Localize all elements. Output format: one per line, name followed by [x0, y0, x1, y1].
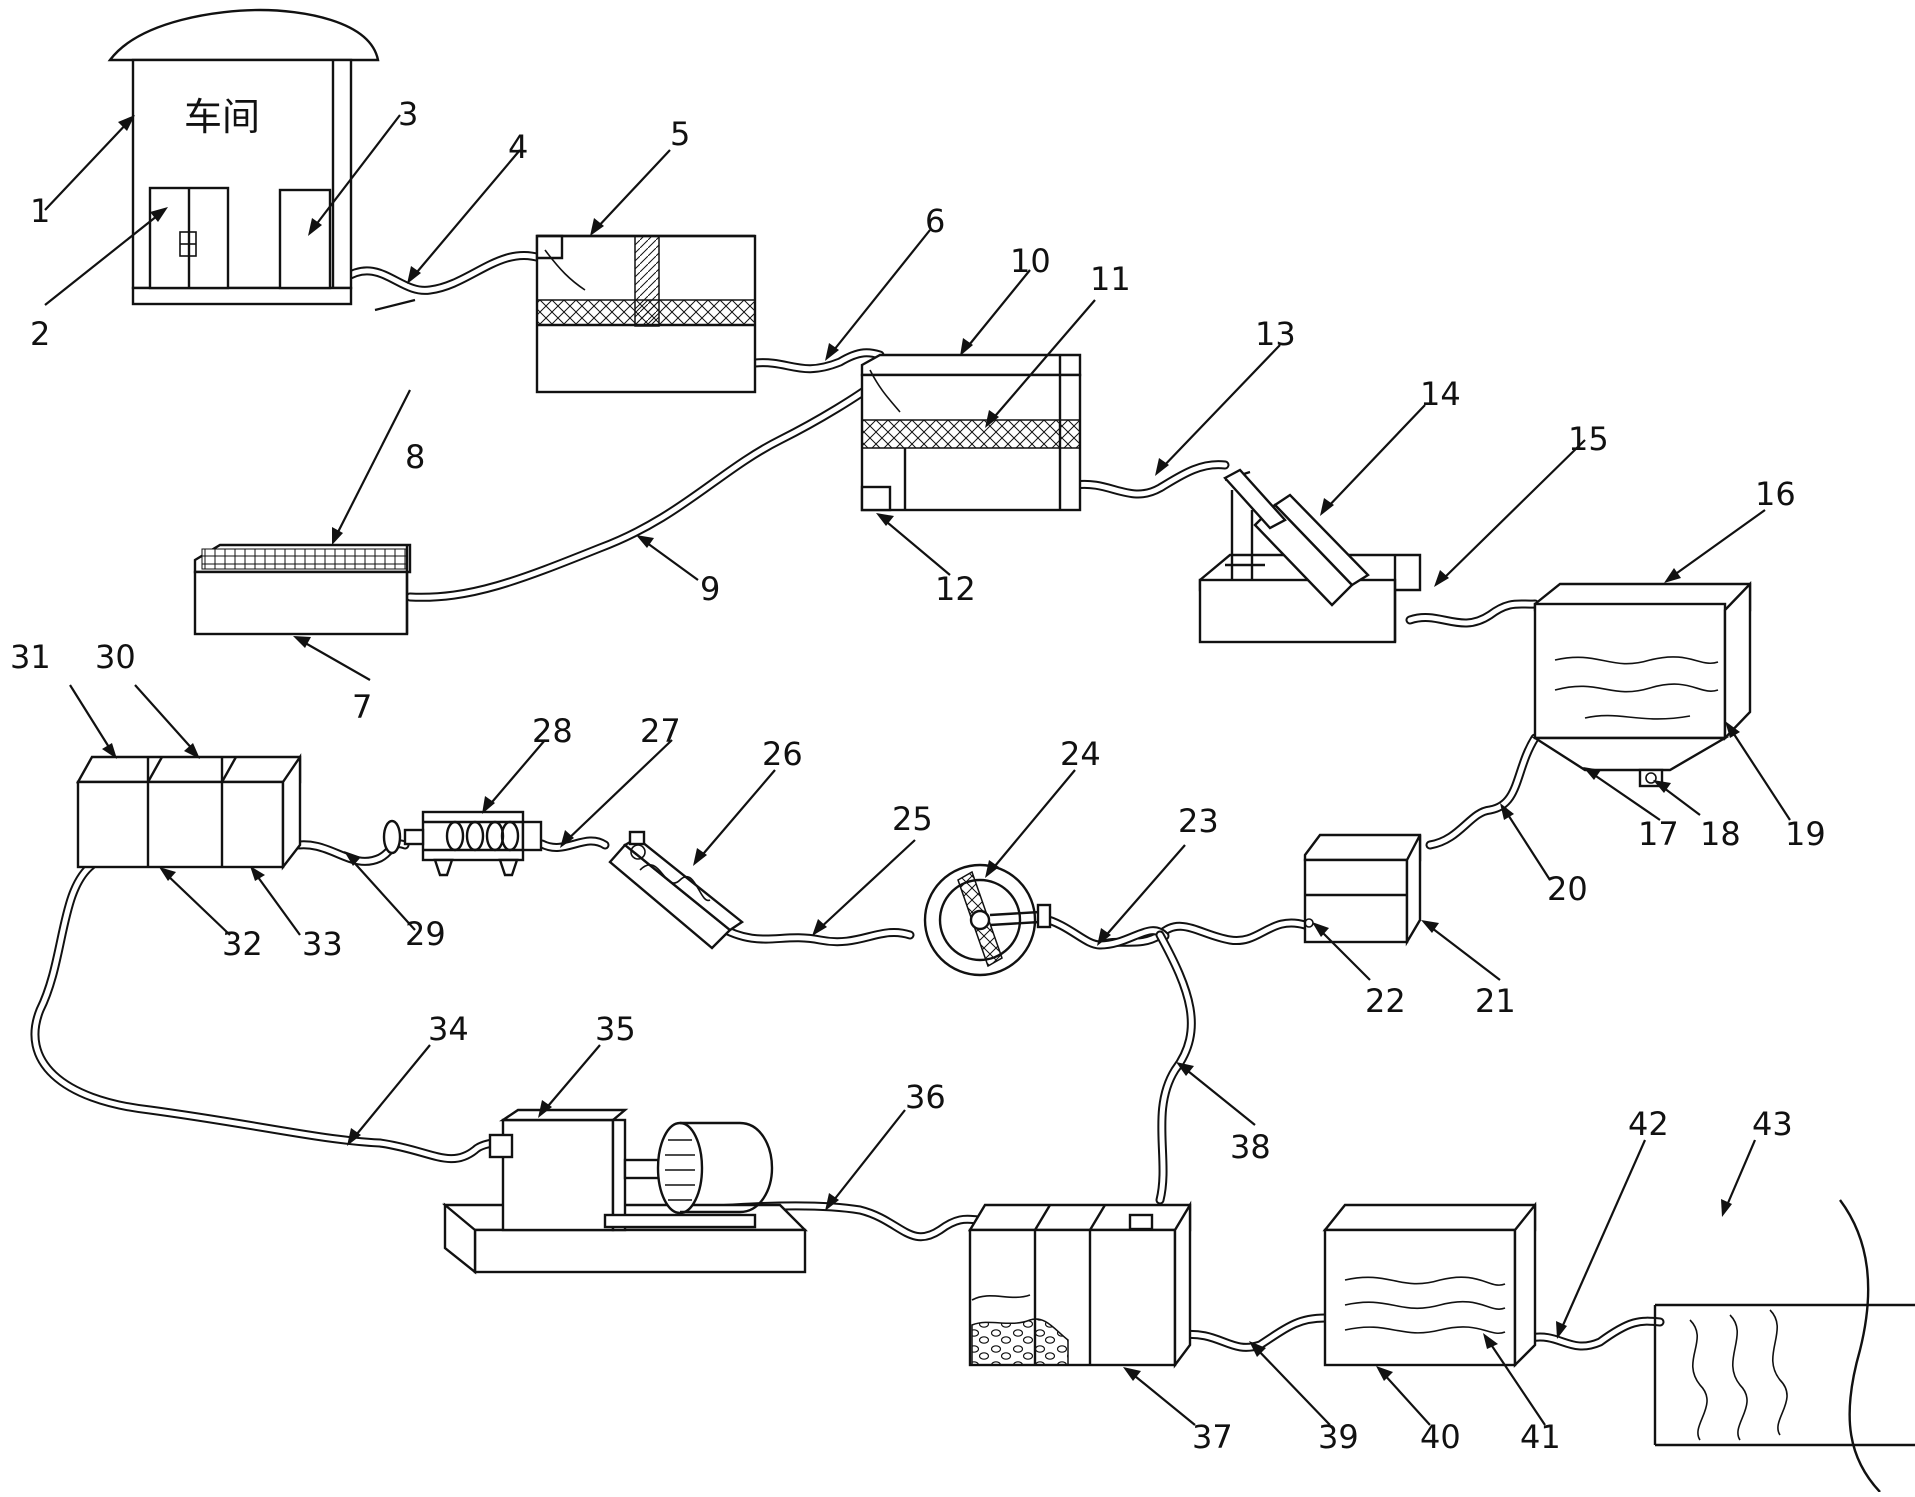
- callout-19: 19: [1785, 815, 1826, 853]
- screen-tank: [535, 234, 757, 394]
- screw-press: [382, 810, 543, 877]
- callout-37: 37: [1192, 1418, 1233, 1456]
- callout-26: 26: [762, 735, 803, 773]
- callout-42: 42: [1628, 1105, 1669, 1143]
- callout-34: 34: [428, 1010, 469, 1048]
- callout-1: 1: [30, 192, 50, 230]
- callout-18: 18: [1700, 815, 1741, 853]
- three-cell-tank: [75, 753, 302, 871]
- callout-numbers: 1 2 3 4 5 6 7 8 9 10 11 12 13 14 15 16 1…: [10, 95, 1826, 1456]
- callout-30: 30: [95, 638, 136, 676]
- callout-13: 13: [1255, 315, 1296, 353]
- callout-20: 20: [1547, 870, 1588, 908]
- callout-14: 14: [1420, 375, 1461, 413]
- callout-25: 25: [892, 800, 933, 838]
- callout-3: 3: [398, 95, 418, 133]
- callout-22: 22: [1365, 982, 1406, 1020]
- regulating-tank: [1530, 581, 1752, 788]
- callout-35: 35: [595, 1010, 636, 1048]
- callout-6: 6: [925, 202, 945, 240]
- callout-23: 23: [1178, 802, 1219, 840]
- screw-conveyor: [608, 830, 745, 950]
- dosing-tank: [193, 543, 412, 636]
- callout-10: 10: [1010, 242, 1051, 280]
- callout-24: 24: [1060, 735, 1101, 773]
- rotary-drum: [923, 863, 1052, 977]
- callout-12: 12: [935, 570, 976, 608]
- callout-21: 21: [1475, 982, 1516, 1020]
- workshop-building: 车间: [107, 8, 380, 306]
- callout-7: 7: [352, 688, 372, 726]
- filter-tank: [967, 1200, 1192, 1369]
- callout-27: 27: [640, 712, 681, 750]
- workshop-label: 车间: [184, 95, 260, 139]
- leader-arrows: [44, 114, 1791, 1426]
- callout-29: 29: [405, 915, 446, 953]
- callout-9: 9: [700, 570, 720, 608]
- receiving-water: [1653, 1199, 1915, 1493]
- clear-water-tank: [1322, 1201, 1537, 1368]
- inclined-separator: [1198, 468, 1422, 644]
- pump-motor-skid: [442, 1108, 808, 1275]
- settling-tank: [860, 353, 1082, 512]
- callout-41: 41: [1520, 1418, 1561, 1456]
- callout-16: 16: [1755, 475, 1796, 513]
- callout-38: 38: [1230, 1128, 1271, 1166]
- callout-43: 43: [1752, 1105, 1793, 1143]
- callout-39: 39: [1318, 1418, 1359, 1456]
- callout-4: 4: [508, 128, 528, 166]
- callout-28: 28: [532, 712, 573, 750]
- callout-15: 15: [1568, 420, 1609, 458]
- callout-33: 33: [302, 925, 343, 963]
- callout-36: 36: [905, 1078, 946, 1116]
- callout-32: 32: [222, 925, 263, 963]
- callout-5: 5: [670, 115, 690, 153]
- callout-17: 17: [1638, 815, 1679, 853]
- callout-8: 8: [405, 438, 425, 476]
- callout-2: 2: [30, 315, 50, 353]
- callout-11: 11: [1090, 260, 1131, 298]
- callout-31: 31: [10, 638, 51, 676]
- callout-40: 40: [1420, 1418, 1461, 1456]
